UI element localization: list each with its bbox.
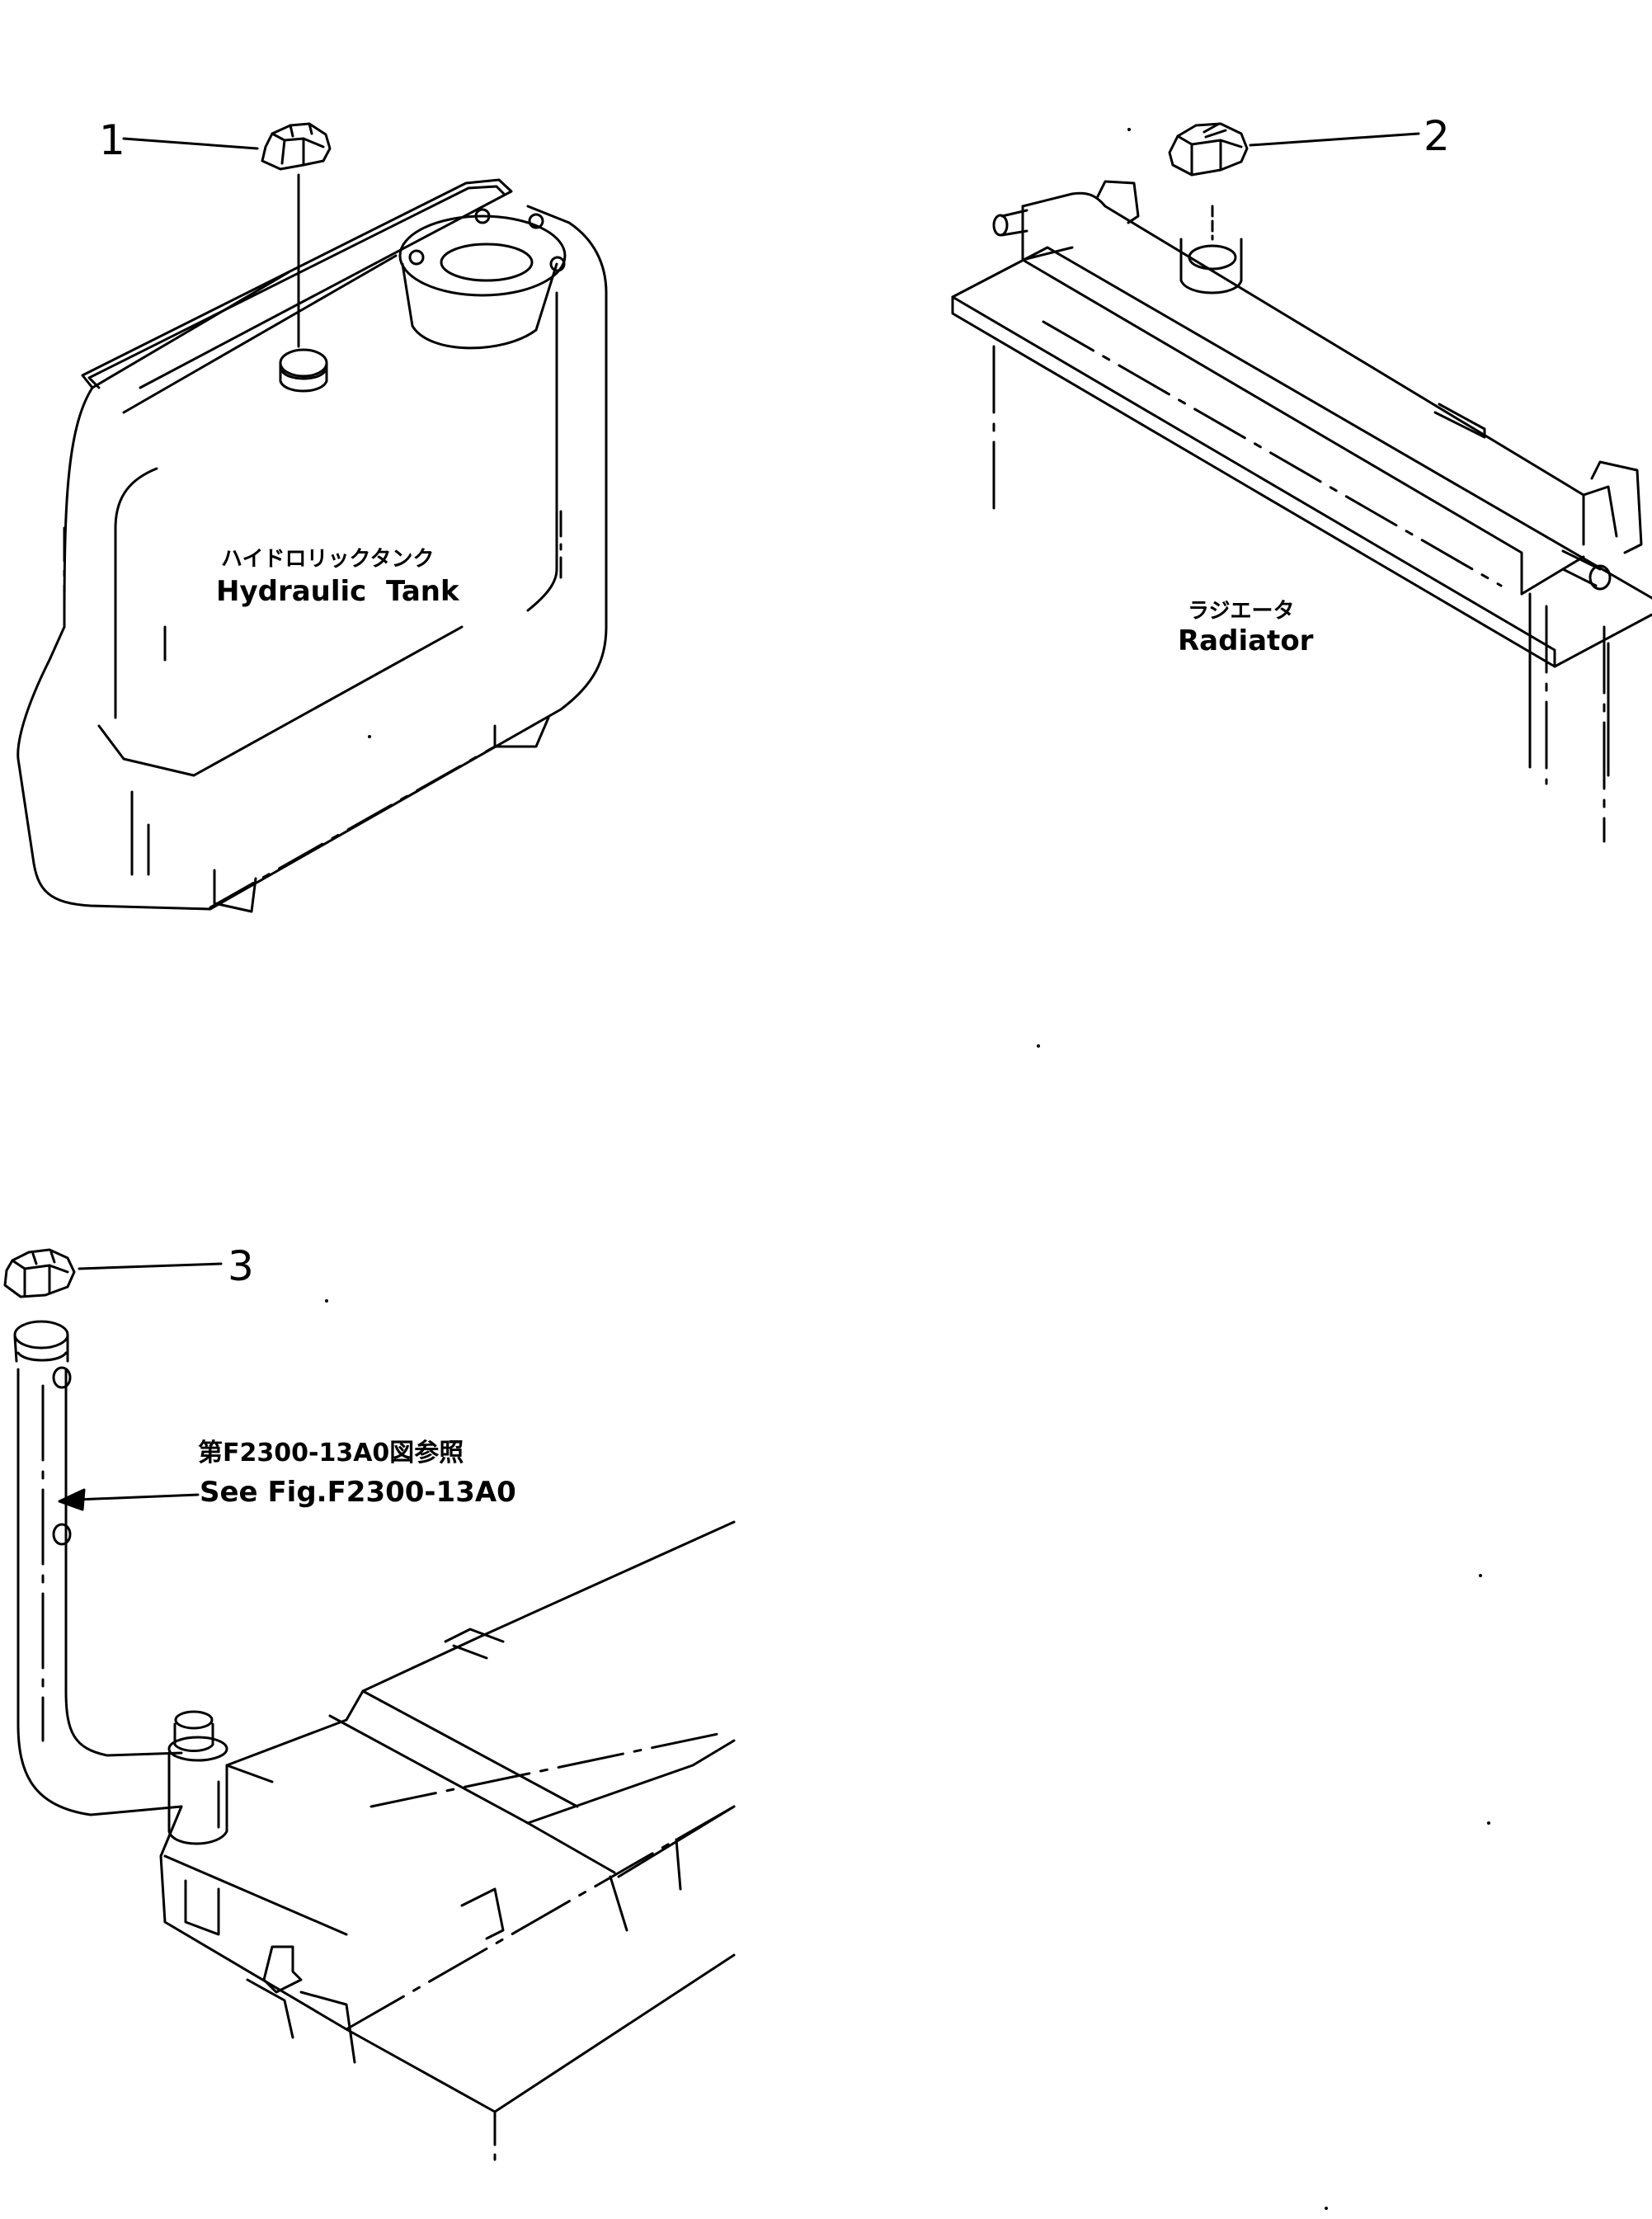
cap-3-illustration <box>3 1248 223 1298</box>
radiator-label-en: Radiator <box>1178 624 1314 657</box>
filler-pipe-illustration <box>13 1320 736 2171</box>
callout-number-3: 3 <box>228 1242 254 1290</box>
reference-arrow <box>58 1488 200 1511</box>
reference-label-en: See Fig.F2300-13A0 <box>200 1476 516 1509</box>
hydraulic-tank-label-jp: ハイドロリックタンク <box>221 547 435 572</box>
callout-number-2: 2 <box>1424 112 1450 160</box>
cap-1-illustration <box>122 122 332 348</box>
radiator-illustration <box>951 180 1652 843</box>
reference-label-jp: 第F2300-13A0図参照 <box>198 1439 464 1468</box>
cap-2-illustration <box>1168 122 1420 177</box>
scan-specks <box>325 128 1490 2210</box>
callout-number-1: 1 <box>99 116 125 164</box>
hydraulic-tank-label-en: Hydraulic Tank <box>216 575 459 608</box>
radiator-label-jp: ラジエータ <box>1188 599 1295 624</box>
hydraulic-tank-illustration <box>16 178 608 913</box>
